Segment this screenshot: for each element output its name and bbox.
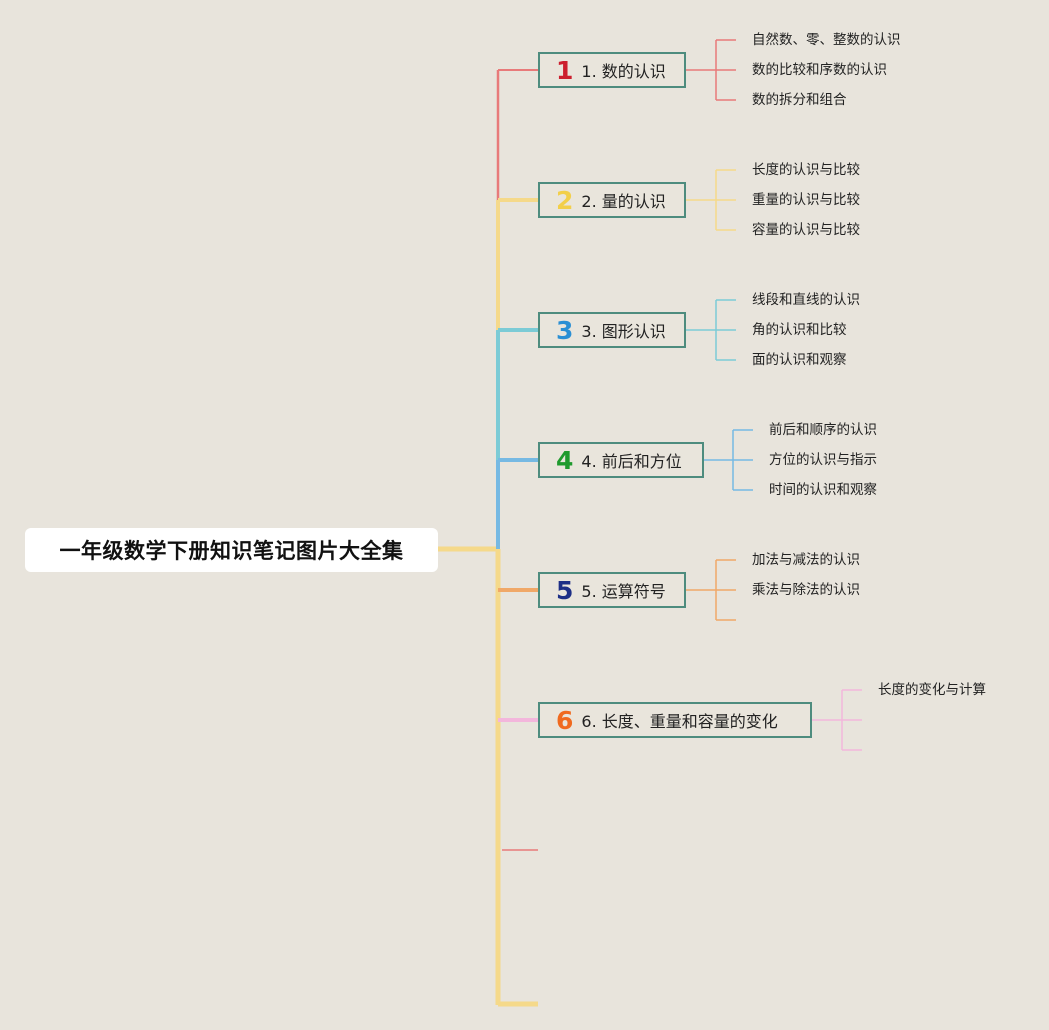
topic-node-1[interactable]: 1 1. 数的认识 [538,52,686,88]
subtopic-item[interactable]: 时间的认识和观察 [769,482,877,498]
subtopic-item[interactable]: 方位的认识与指示 [769,452,877,468]
topic-number-badge: 5 [556,575,574,605]
subtopic-item[interactable]: 数的拆分和组合 [752,92,847,108]
subtopic-item[interactable]: 长度的认识与比较 [752,162,860,178]
root-title[interactable]: 一年级数学下册知识笔记图片大全集 [25,528,438,572]
topic-number-badge: 2 [556,185,574,215]
topic-label: 4. 前后和方位 [581,452,682,471]
subtopic-item[interactable]: 加法与减法的认识 [752,552,860,568]
topic-number-badge: 6 [556,705,574,735]
subtopic-item[interactable]: 数的比较和序数的认识 [752,62,887,78]
topic-number-badge: 4 [556,445,574,475]
subtopic-item[interactable]: 乘法与除法的认识 [752,582,860,598]
topic-node-2[interactable]: 2 2. 量的认识 [538,182,686,218]
subtopic-item[interactable]: 重量的认识与比较 [752,192,860,208]
topic-node-6[interactable]: 6 6. 长度、重量和容量的变化 [538,702,812,738]
subtopic-item[interactable]: 线段和直线的认识 [752,292,860,308]
subtopic-item[interactable]: 长度的变化与计算 [878,682,986,698]
subtopic-item[interactable]: 角的认识和比较 [752,322,847,338]
topic-node-4[interactable]: 4 4. 前后和方位 [538,442,704,478]
topic-node-5[interactable]: 5 5. 运算符号 [538,572,686,608]
subtopic-item[interactable]: 自然数、零、整数的认识 [752,32,901,48]
topic-label: 2. 量的认识 [581,192,666,211]
subtopic-item[interactable]: 面的认识和观察 [752,352,847,368]
topic-label: 6. 长度、重量和容量的变化 [581,712,778,731]
subtopic-item[interactable]: 前后和顺序的认识 [769,422,877,438]
topic-label: 1. 数的认识 [581,62,666,81]
subtopic-item[interactable]: 容量的认识与比较 [752,222,860,238]
topic-number-badge: 3 [556,315,574,345]
topic-label: 3. 图形认识 [581,322,666,341]
topic-label: 5. 运算符号 [581,582,666,601]
topic-number-badge: 1 [556,55,574,85]
topic-node-3[interactable]: 3 3. 图形认识 [538,312,686,348]
